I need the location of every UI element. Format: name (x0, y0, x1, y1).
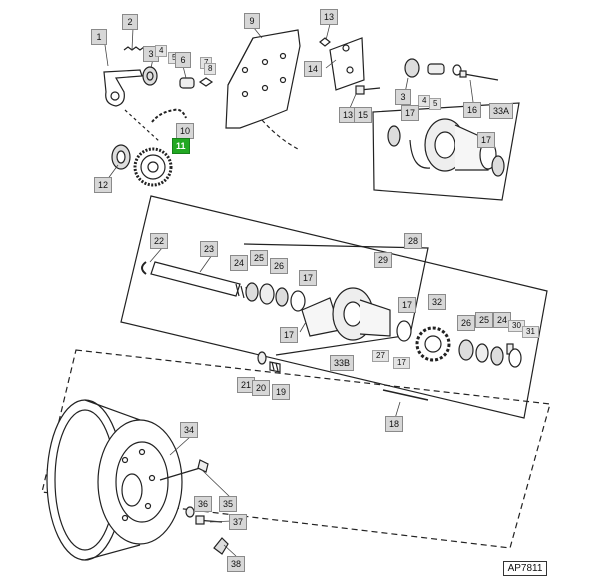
figure-id-label: AP7811 (503, 561, 547, 576)
bolts-top (355, 58, 499, 95)
callout-36[interactable]: 36 (194, 496, 213, 512)
callout-15[interactable]: 15 (354, 107, 373, 123)
callout-28[interactable]: 28 (404, 233, 423, 249)
chain (151, 108, 187, 123)
callout-16[interactable]: 16 (463, 102, 482, 118)
studs (257, 351, 429, 401)
callout-23[interactable]: 23 (200, 241, 219, 257)
callout-27[interactable]: 27 (372, 350, 389, 362)
callout-21[interactable]: 21 (237, 377, 256, 393)
callout-34[interactable]: 34 (180, 422, 199, 438)
callout-35[interactable]: 35 (219, 496, 238, 512)
bearings-left (245, 282, 306, 312)
callout-25[interactable]: 25 (250, 250, 269, 266)
callout-22[interactable]: 22 (150, 233, 169, 249)
snap-ring (141, 261, 147, 275)
callout-33b[interactable]: 33B (330, 355, 355, 371)
callout-37[interactable]: 37 (229, 514, 248, 530)
hub-small (111, 144, 131, 170)
callout-17[interactable]: 17 (401, 105, 420, 121)
callout-13[interactable]: 13 (320, 9, 339, 25)
callout-11[interactable]: 11 (172, 138, 190, 154)
bracket-arm (103, 69, 143, 107)
callout-24[interactable]: 24 (230, 255, 249, 271)
callout-17[interactable]: 17 (398, 297, 417, 313)
callout-17[interactable]: 17 (477, 132, 496, 148)
callout-17[interactable]: 17 (393, 357, 410, 369)
callout-38[interactable]: 38 (227, 556, 246, 572)
callout-4[interactable]: 4 (155, 45, 168, 57)
callout-26[interactable]: 26 (457, 315, 476, 331)
callout-14[interactable]: 14 (304, 61, 323, 77)
hub-29 (301, 287, 412, 342)
callout-3[interactable]: 3 (395, 89, 411, 105)
callout-31[interactable]: 31 (522, 326, 539, 338)
callout-20[interactable]: 20 (252, 380, 271, 396)
callout-6[interactable]: 6 (175, 52, 191, 68)
callout-8[interactable]: 8 (204, 63, 217, 75)
callout-12[interactable]: 12 (94, 177, 113, 193)
callout-17[interactable]: 17 (280, 327, 299, 343)
axle-group-frame (120, 195, 548, 419)
wheel-rim (46, 399, 183, 561)
bearings-right (458, 339, 522, 368)
callout-17[interactable]: 17 (299, 270, 318, 286)
callout-9[interactable]: 9 (244, 13, 260, 29)
callout-19[interactable]: 19 (272, 384, 291, 400)
mount-plate (319, 37, 365, 91)
callout-25[interactable]: 25 (475, 312, 494, 328)
gear-hub-32 (415, 326, 451, 362)
wheel-bolts (159, 459, 229, 555)
callout-32[interactable]: 32 (428, 294, 447, 310)
callout-10[interactable]: 10 (176, 123, 195, 139)
callout-33a[interactable]: 33A (489, 103, 514, 119)
callout-5[interactable]: 5 (429, 98, 442, 110)
bushing-small (142, 66, 214, 89)
callout-26[interactable]: 26 (270, 258, 289, 274)
sprocket (133, 147, 173, 187)
callout-18[interactable]: 18 (385, 416, 404, 432)
axle-shaft (150, 261, 250, 300)
callout-29[interactable]: 29 (374, 252, 393, 268)
hub-29-frame (243, 243, 429, 356)
callout-1[interactable]: 1 (91, 29, 107, 45)
callout-2[interactable]: 2 (122, 14, 138, 30)
frame-plate (225, 29, 301, 151)
